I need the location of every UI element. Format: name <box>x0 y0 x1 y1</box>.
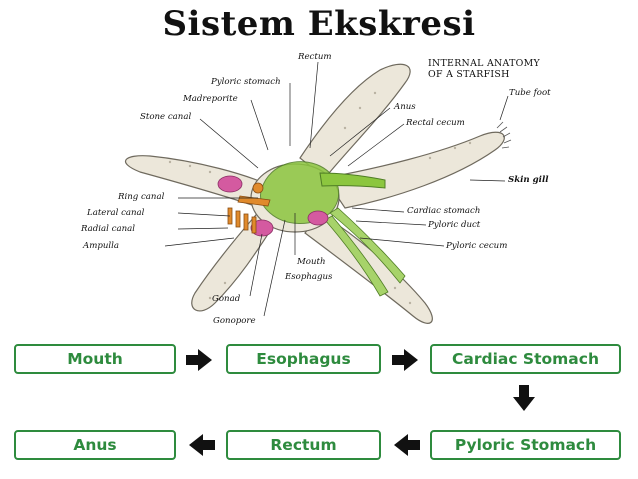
flow-box-anus: Anus <box>14 430 176 460</box>
figure-heading-line1: INTERNAL ANATOMY <box>428 58 540 69</box>
label-gonopore: Gonopore <box>213 316 256 326</box>
arrow-right-icon <box>186 349 212 371</box>
stomach-shape <box>259 161 386 224</box>
label-pyloric-cecum: Pyloric cecum <box>446 241 508 251</box>
label-stone-canal: Stone canal <box>140 112 192 122</box>
label-radial-canal: Radial canal <box>81 224 135 234</box>
pyloric-cecum-shape <box>324 207 406 297</box>
page-title: Sistem Ekskresi <box>162 4 476 44</box>
label-rectal-cecum: Rectal cecum <box>406 118 465 128</box>
flow-box-pyloric-stomach: Pyloric Stomach <box>430 430 621 460</box>
label-ring-canal: Ring canal <box>118 192 165 202</box>
tube-feet <box>496 121 512 149</box>
label-mouth: Mouth <box>297 257 326 267</box>
label-anus: Anus <box>394 102 416 112</box>
arrow-down-icon <box>513 385 535 411</box>
arrow-left-icon <box>189 434 215 456</box>
gonad-shape <box>217 175 329 237</box>
label-madreporite: Madreporite <box>183 94 238 104</box>
label-rectum: Rectum <box>298 52 332 62</box>
arrow-left-icon <box>394 434 420 456</box>
skin-texture <box>168 91 472 305</box>
label-cardiac-stomach: Cardiac stomach <box>407 206 481 216</box>
arrow-right-icon <box>392 349 418 371</box>
flow-box-mouth: Mouth <box>14 344 176 374</box>
label-ampulla: Ampulla <box>83 241 120 251</box>
flow-box-esophagus: Esophagus <box>226 344 381 374</box>
label-lateral-canal: Lateral canal <box>87 208 145 218</box>
flow-box-rectum: Rectum <box>226 430 381 460</box>
label-tube-foot: Tube foot <box>509 88 551 98</box>
label-pyloric-stomach: Pyloric stomach <box>211 77 281 87</box>
figure-heading-line2: OF A STARFISH <box>428 69 510 80</box>
label-skin-gill: Skin gill <box>508 175 549 185</box>
starfish-anatomy-figure: INTERNAL ANATOMY OF A STARFISH Rectum Py… <box>0 48 638 338</box>
starfish-illustration <box>125 61 512 324</box>
label-pyloric-duct: Pyloric duct <box>428 220 481 230</box>
label-gonad: Gonad <box>212 294 241 304</box>
leader-lines <box>164 61 509 317</box>
label-esophagus: Esophagus <box>285 272 333 282</box>
flow-box-cardiac-stomach: Cardiac Stomach <box>430 344 621 374</box>
